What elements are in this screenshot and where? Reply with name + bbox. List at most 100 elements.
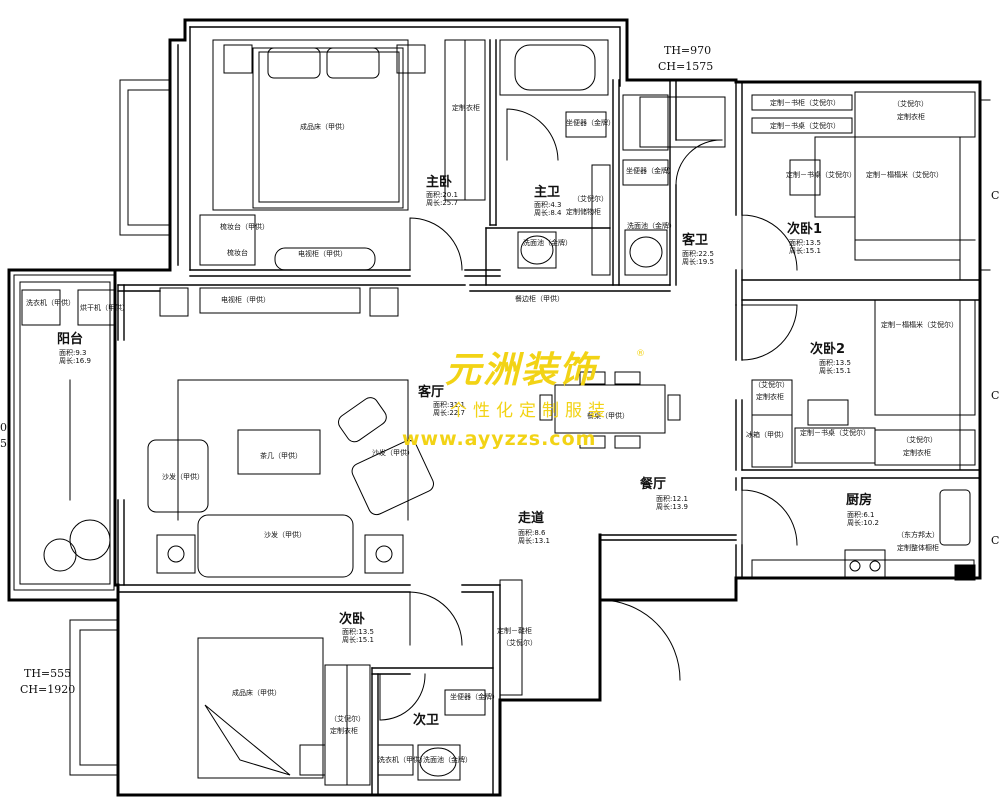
room-name-guest-bath: 客卫 bbox=[682, 233, 709, 248]
room-name-kitchen: 厨房 bbox=[846, 493, 873, 508]
kitchen-brand-label: （东方邦太） bbox=[897, 531, 939, 539]
room-area-bedroom2: 面积:13.5 bbox=[819, 359, 851, 367]
watermark-registered: ® bbox=[636, 349, 645, 359]
guest-toilet-label: 坐便器（金牌） bbox=[626, 167, 675, 175]
room-name-second-bath: 次卫 bbox=[413, 713, 440, 728]
fridge-label: 冰箱（甲供） bbox=[746, 431, 788, 439]
second-bath-fixtures bbox=[377, 689, 486, 781]
room-name-master: 主卧 bbox=[426, 175, 453, 190]
master-bedroom-furniture bbox=[199, 39, 486, 271]
bottom-ch-label: CH=1920 bbox=[20, 683, 76, 696]
second-wardrobe-a-label: （艾倪尔） bbox=[330, 715, 365, 723]
room-area-hallway: 面积:8.6 bbox=[518, 529, 546, 537]
balcony-fixtures bbox=[21, 289, 117, 572]
room-perimeter-dining: 周长:13.9 bbox=[656, 503, 688, 511]
room-perimeter-bedroom2: 周长:15.1 bbox=[819, 367, 851, 375]
room-perimeter-balcony: 周长:16.9 bbox=[59, 357, 91, 365]
room-name-dining: 餐厅 bbox=[640, 477, 667, 492]
inner-walls bbox=[117, 26, 981, 796]
room-area-dining: 面积:12.1 bbox=[656, 495, 688, 503]
watermark-brand: 元洲装饰 bbox=[445, 350, 598, 391]
living-room-furniture bbox=[147, 287, 435, 578]
room-name-bedroom1: 次卧1 bbox=[787, 222, 823, 237]
sofa-right-label: 沙发（甲供） bbox=[372, 449, 414, 457]
bedroom1-furniture bbox=[751, 91, 976, 281]
master-wardrobe-label: 定制衣柜 bbox=[452, 104, 480, 112]
dining-table-label: 餐桌（甲供） bbox=[587, 412, 629, 420]
watermark-tagline: 个性化定制服装 bbox=[450, 401, 611, 421]
kitchen-cabinet-label: 定制整体橱柜 bbox=[897, 544, 939, 552]
room-perimeter-master: 周长:25.7 bbox=[426, 199, 458, 207]
living-tv-cabinet-label: 电视柜（甲供） bbox=[221, 296, 270, 304]
sofa-left-label: 沙发（甲供） bbox=[162, 473, 204, 481]
bedroom2-closet-b-label: 定制衣柜 bbox=[903, 449, 931, 457]
second-washer-label: 洗衣机（甲供） bbox=[378, 756, 427, 764]
dryer-label: 烘干机（甲供） bbox=[80, 304, 129, 312]
room-area-master: 面积:20.1 bbox=[426, 191, 458, 199]
room-area-living: 面积:31.1 bbox=[433, 401, 465, 409]
room-perimeter-bedroom1: 周长:15.1 bbox=[789, 247, 821, 255]
room-name-master-bath: 主卫 bbox=[534, 185, 561, 200]
bottom-th-label: TH=555 bbox=[24, 667, 72, 680]
master-toilet-label: 坐便器（金牌） bbox=[566, 119, 615, 127]
bedroom1-bookcase-label: 定制－书柜（艾倪尔） bbox=[770, 99, 840, 107]
room-area-balcony: 面积:9.3 bbox=[59, 349, 87, 357]
room-area-kitchen: 面积:6.1 bbox=[847, 511, 875, 519]
room-name-bedroom2: 次卧2 bbox=[810, 342, 846, 357]
room-area-guest-bath: 面积:22.5 bbox=[682, 250, 714, 258]
master-bath-fixtures bbox=[499, 39, 611, 276]
sideboard-label: 餐边柜（甲供） bbox=[515, 295, 564, 303]
bedroom1-wardrobe-a-label: （艾倪尔） bbox=[893, 100, 928, 108]
second-washbasin-label: 洗面池（金牌） bbox=[423, 756, 472, 764]
second-toilet-label: 坐便器（金牌） bbox=[450, 693, 499, 701]
left-edge-b: 5 bbox=[0, 437, 7, 450]
room-name-second-bed: 次卧 bbox=[339, 612, 366, 627]
master-bed-label: 成品床（甲供） bbox=[300, 123, 349, 131]
room-perimeter-kitchen: 周长:10.2 bbox=[847, 519, 879, 527]
left-edge-a: 0 bbox=[0, 421, 7, 434]
tea-table-label: 茶几（甲供） bbox=[260, 452, 302, 460]
watermark-url: www.ayyzzs.com bbox=[402, 428, 597, 450]
room-name-balcony: 阳台 bbox=[57, 332, 84, 347]
dressing-table-label: 梳妆台（甲供） bbox=[220, 223, 269, 231]
kitchen-fixtures bbox=[751, 489, 976, 581]
bedroom2-furniture bbox=[751, 299, 976, 471]
windows bbox=[13, 79, 991, 776]
room-area-second-bed: 面积:13.5 bbox=[342, 628, 374, 636]
shoe-cabinet-a-label: 定制－鞋柜 bbox=[497, 627, 532, 635]
bedroom2-desk-label: 定制－书桌（艾倪尔） bbox=[800, 429, 870, 437]
bedroom1-desk-label: 定制－书桌（艾倪尔） bbox=[770, 122, 840, 130]
right-edge-a: C bbox=[991, 189, 1000, 202]
shoe-cabinet-b-label: （艾倪尔） bbox=[502, 639, 537, 647]
room-name-hallway: 走道 bbox=[518, 511, 545, 526]
room-perimeter-guest-bath: 周长:19.5 bbox=[682, 258, 714, 266]
room-perimeter-second-bed: 周长:15.1 bbox=[342, 636, 374, 644]
second-bedroom-furniture bbox=[197, 637, 371, 786]
master-washbasin-label: 洗面池（金牌） bbox=[523, 239, 572, 247]
guest-washbasin-label: 洗面池（金牌） bbox=[627, 222, 676, 230]
doors bbox=[379, 108, 798, 721]
bedroom2-tatami-label: 定制－榻榻米（艾倪尔） bbox=[881, 321, 958, 329]
right-edge-b: C bbox=[991, 389, 1000, 402]
bedroom1-desk2-label: 定制－书桌（艾倪尔） bbox=[786, 171, 856, 179]
top-ch-label: CH=1575 bbox=[658, 60, 714, 73]
room-perimeter-hallway: 周长:13.1 bbox=[518, 537, 550, 545]
second-wardrobe-b-label: 定制衣柜 bbox=[330, 727, 358, 735]
master-aiyier-label: （艾倪尔） bbox=[573, 195, 608, 203]
sofa-main-label: 沙发（甲供） bbox=[264, 531, 306, 539]
room-perimeter-living: 周长:22.7 bbox=[433, 409, 465, 417]
bedroom2-closet-a-label: （艾倪尔） bbox=[902, 436, 937, 444]
bedroom1-tatami-label: 定制－榻榻米（艾倪尔） bbox=[866, 171, 943, 179]
master-storage-label: 定制储物柜 bbox=[566, 208, 601, 216]
dining-furniture bbox=[539, 371, 681, 449]
bedroom2-wardrobe-a-label: （艾倪尔） bbox=[754, 381, 789, 389]
second-bed-label: 成品床（甲供） bbox=[232, 689, 281, 697]
room-perimeter-master-bath: 周长:8.4 bbox=[534, 209, 562, 217]
right-edge-c: C bbox=[991, 534, 1000, 547]
hallway-fixtures bbox=[499, 579, 523, 696]
bedroom1-wardrobe-b-label: 定制衣柜 bbox=[897, 113, 925, 121]
room-area-bedroom1: 面积:13.5 bbox=[789, 239, 821, 247]
washing-machine-label: 洗衣机（甲供） bbox=[26, 299, 75, 307]
dressing-stool-label: 梳妆台 bbox=[227, 249, 248, 257]
